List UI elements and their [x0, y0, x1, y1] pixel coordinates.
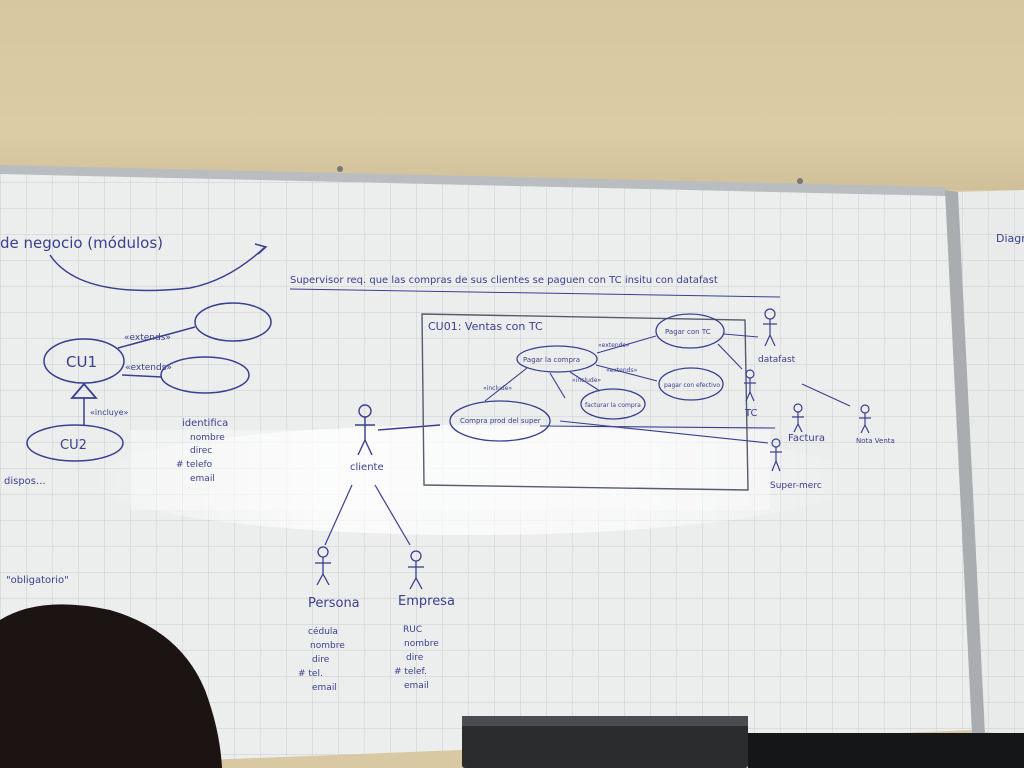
title-left: de negocio (módulos): [0, 234, 163, 252]
empresa-field: nombre: [404, 639, 439, 649]
empresa-field: dire: [406, 653, 424, 663]
identifica-item: direc: [190, 446, 212, 456]
identifica-item: identifica: [182, 418, 228, 429]
wall: [0, 0, 1024, 190]
rel-include-a: «include»: [483, 385, 512, 392]
requirement-text: Supervisor req. que las compras de sus c…: [290, 275, 718, 286]
supermercado-label: Super-merc: [770, 481, 822, 491]
whiteboard-right: [945, 190, 1024, 735]
persona-label: Persona: [308, 596, 360, 611]
light-reflection-band: [130, 430, 770, 510]
person-head: [0, 604, 222, 768]
monitor-top: [462, 716, 748, 726]
identifica-item: email: [190, 474, 215, 484]
persona-field: email: [312, 683, 337, 693]
actor-nota-venta: [859, 404, 871, 434]
persona-field: dire: [312, 655, 330, 665]
extends-label-1: «extends»: [124, 333, 171, 343]
right-panel-label: Diagr: [996, 232, 1024, 245]
uc-facturar: facturar la compra: [585, 402, 641, 409]
uc-efectivo: pagar con efectivo: [664, 382, 720, 389]
empresa-fields: RUC nombre dire # telef. email: [394, 625, 439, 691]
actor-cliente: [355, 404, 375, 456]
rel-extends-a: «extends»: [598, 342, 630, 349]
uc-compra-prod: Compra prod del super: [460, 417, 541, 425]
monitor-back: [748, 733, 1024, 768]
empresa-field: # telef.: [394, 667, 427, 677]
actor-tc: [744, 369, 756, 402]
actor-persona: [315, 546, 331, 586]
persona-fields: cédula nombre dire # tel. email: [298, 626, 345, 693]
actor-empresa: [408, 550, 424, 590]
uc-pagar-compra: Pagar la compra: [523, 356, 580, 364]
factura-label: Factura: [788, 433, 825, 444]
identifica-list: identifica nombre direc # telefo email: [176, 418, 228, 484]
persona-field: nombre: [310, 641, 345, 651]
actor-supermercado: [770, 438, 782, 472]
tc-label: TC: [744, 408, 758, 419]
empresa-label: Empresa: [398, 594, 455, 609]
persona-field: cédula: [308, 626, 338, 637]
extends-label-2: «extends»: [125, 363, 172, 373]
uc-pagar-tc: Pagar con TC: [665, 328, 711, 336]
monitor: [462, 716, 748, 768]
rel-extends-b: «extends»: [606, 367, 638, 374]
empresa-field: RUC: [403, 625, 422, 635]
identifica-item: # telefo: [176, 460, 213, 470]
cliente-label: cliente: [350, 462, 384, 473]
persona-field: # tel.: [298, 669, 323, 679]
dispos-label: dispos...: [4, 476, 46, 487]
actor-datafast: [763, 308, 777, 347]
actor-factura: [792, 403, 804, 433]
rel-include-b: «include»: [572, 377, 601, 384]
identifica-item: nombre: [190, 433, 225, 443]
nota-venta-label: Nota Venta: [856, 437, 895, 445]
cu1-label: CU1: [66, 353, 97, 371]
empresa-field: email: [404, 681, 429, 691]
incluye-label: «incluye»: [90, 408, 129, 417]
obligatorio-label: "obligatorio": [6, 575, 69, 586]
use-case-title: CU01: Ventas con TC: [428, 320, 543, 333]
cu2-label: CU2: [60, 438, 87, 453]
system-boundary: [421, 313, 749, 491]
datafast-label: datafast: [758, 355, 796, 365]
light-reflection: [90, 425, 850, 535]
